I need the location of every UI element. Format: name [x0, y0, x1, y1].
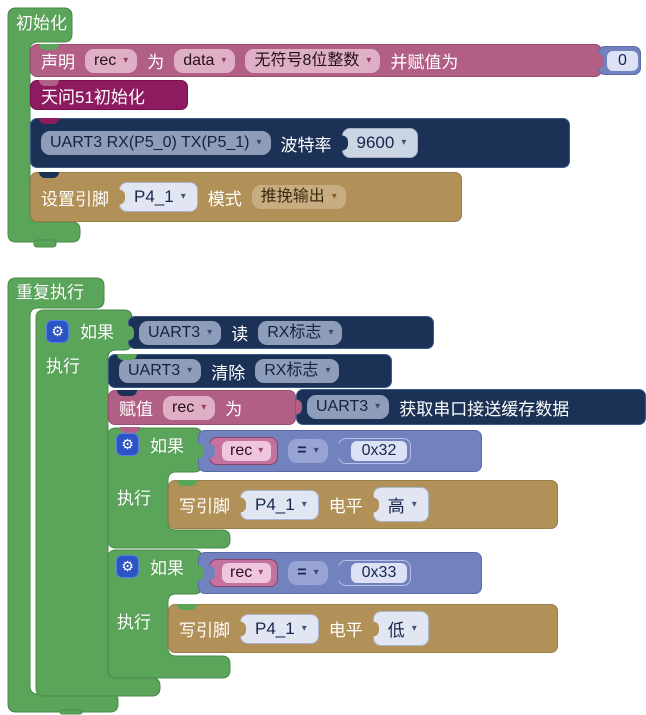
if-a-label: 如果	[150, 437, 184, 456]
loop-block-next-tab	[59, 709, 83, 715]
level-label: 电平	[328, 621, 363, 640]
if-a-do-label: 执行	[117, 489, 151, 508]
dropdown-arrow-icon	[375, 402, 380, 412]
number-field[interactable]: 0	[607, 50, 638, 71]
data-type-dropdown[interactable]: 无符号8位整数	[245, 48, 381, 73]
seam-notch	[120, 427, 140, 433]
dropdown-arrow-icon	[258, 446, 263, 456]
mode-label: 模式	[207, 189, 242, 209]
uart-port-dropdown[interactable]: UART3	[307, 395, 390, 419]
operator-dropdown[interactable]: =	[288, 561, 328, 585]
pin-socket[interactable]: P4_1	[240, 489, 319, 520]
loop-title: 重复执行	[16, 283, 84, 302]
declare-assign-label: 并赋值为	[390, 53, 459, 72]
variable-value-block[interactable]: rec	[209, 437, 279, 465]
dropdown-arrow-icon	[256, 138, 261, 148]
baud-rate-label: 波特率	[280, 135, 332, 155]
dropdown-arrow-icon	[412, 624, 417, 634]
dropdown-arrow-icon	[123, 56, 128, 66]
operator-dropdown[interactable]: =	[288, 439, 328, 463]
read-label: 读	[231, 325, 249, 344]
pin-mode-dropdown[interactable]: 推挽输出	[251, 185, 346, 209]
variable-name-dropdown[interactable]: rec	[85, 48, 138, 73]
dropdown-arrow-icon	[314, 446, 319, 456]
level-socket[interactable]: 高	[372, 487, 429, 522]
dropdown-arrow-icon	[332, 192, 337, 202]
comparison-block[interactable]: rec = 0x32	[198, 430, 482, 472]
number-socket[interactable]: 0x32	[337, 438, 412, 464]
number-socket[interactable]: 0x33	[337, 560, 412, 586]
setup-block-shell[interactable]	[7, 7, 81, 243]
storage-class-dropdown[interactable]: data	[174, 48, 236, 73]
pin-mode-block[interactable]: 设置引脚 P4_1 模式 推挽输出	[30, 172, 462, 222]
mutator-gear-icon[interactable]	[46, 320, 69, 343]
clear-label: 清除	[211, 363, 246, 383]
setup-title: 初始化	[16, 14, 67, 33]
write-pin-block[interactable]: 写引脚 P4_1 电平 高	[168, 480, 558, 529]
baud-rate-socket[interactable]: 9600	[341, 128, 419, 158]
if-b-do-label: 执行	[117, 613, 151, 632]
assign-keyword: 赋值	[119, 400, 153, 419]
write-pin-keyword: 写引脚	[179, 497, 230, 516]
dropdown-arrow-icon	[328, 328, 333, 338]
dropdown-arrow-icon	[258, 568, 263, 578]
number-field[interactable]: 0x33	[350, 563, 408, 583]
flag-dropdown[interactable]: RX标志	[258, 320, 343, 345]
outer-if-label: 如果	[80, 323, 114, 342]
dropdown-arrow-icon	[201, 403, 206, 413]
dropdown-arrow-icon	[181, 192, 186, 202]
pin-mode-keyword: 设置引脚	[41, 189, 109, 209]
rx-buffer-label: 获取串口接送缓存数据	[399, 399, 570, 419]
level-socket[interactable]: 低	[372, 611, 429, 646]
number-field[interactable]: 0x32	[350, 441, 408, 461]
number-value-block[interactable]: 0	[598, 46, 641, 75]
setup-block-next-tab	[33, 239, 57, 248]
dropdown-arrow-icon	[366, 56, 371, 66]
comparison-block[interactable]: rec = 0x33	[198, 552, 482, 594]
board-init-label: 天问51初始化	[41, 87, 145, 107]
write-pin-keyword: 写引脚	[179, 621, 230, 640]
variable-name-dropdown[interactable]: rec	[222, 563, 272, 583]
dropdown-arrow-icon	[314, 568, 319, 578]
uart-clear-flag-block[interactable]: UART3 清除 RX标志	[108, 354, 392, 388]
dropdown-arrow-icon	[325, 366, 330, 376]
variable-name-dropdown[interactable]: rec	[222, 441, 272, 461]
assign-variable-block[interactable]: 赋值 rec 为	[108, 390, 296, 425]
uart-read-flag-block[interactable]: UART3 读 RX标志	[128, 316, 434, 349]
write-pin-block[interactable]: 写引脚 P4_1 电平 低	[168, 604, 558, 653]
declare-keyword: 声明	[41, 53, 75, 72]
dropdown-arrow-icon	[187, 366, 192, 376]
level-label: 电平	[328, 497, 363, 516]
dropdown-arrow-icon	[302, 624, 307, 634]
variable-name-dropdown[interactable]: rec	[163, 395, 216, 420]
variable-value-block[interactable]: rec	[209, 559, 279, 587]
dropdown-arrow-icon	[412, 500, 417, 510]
if-b-label: 如果	[150, 559, 184, 578]
dropdown-arrow-icon	[207, 328, 212, 338]
dropdown-arrow-icon	[221, 56, 226, 66]
uart-rx-buffer-block[interactable]: UART3 获取串口接送缓存数据	[296, 389, 646, 425]
mutator-gear-icon[interactable]	[116, 433, 139, 456]
uart-init-block[interactable]: UART3 RX(P5_0) TX(P5_1) 波特率 9600	[30, 118, 570, 168]
pin-socket[interactable]: P4_1	[119, 182, 198, 212]
dropdown-arrow-icon	[401, 138, 406, 148]
dropdown-arrow-icon	[302, 500, 307, 510]
outer-do-label: 执行	[46, 357, 80, 376]
declare-as-label: 为	[147, 53, 165, 72]
flag-dropdown[interactable]: RX标志	[255, 359, 340, 383]
uart-port-dropdown[interactable]: UART3	[139, 320, 222, 345]
board-init-block[interactable]: 天问51初始化	[30, 80, 188, 110]
declare-variable-block[interactable]: 声明 rec 为 data 无符号8位整数 并赋值为	[30, 44, 602, 77]
uart-port-dropdown[interactable]: UART3	[119, 359, 202, 383]
assign-as-label: 为	[225, 400, 243, 419]
pin-socket[interactable]: P4_1	[240, 613, 319, 644]
mutator-gear-icon[interactable]	[116, 555, 139, 578]
uart-port-dropdown[interactable]: UART3 RX(P5_0) TX(P5_1)	[41, 131, 271, 155]
